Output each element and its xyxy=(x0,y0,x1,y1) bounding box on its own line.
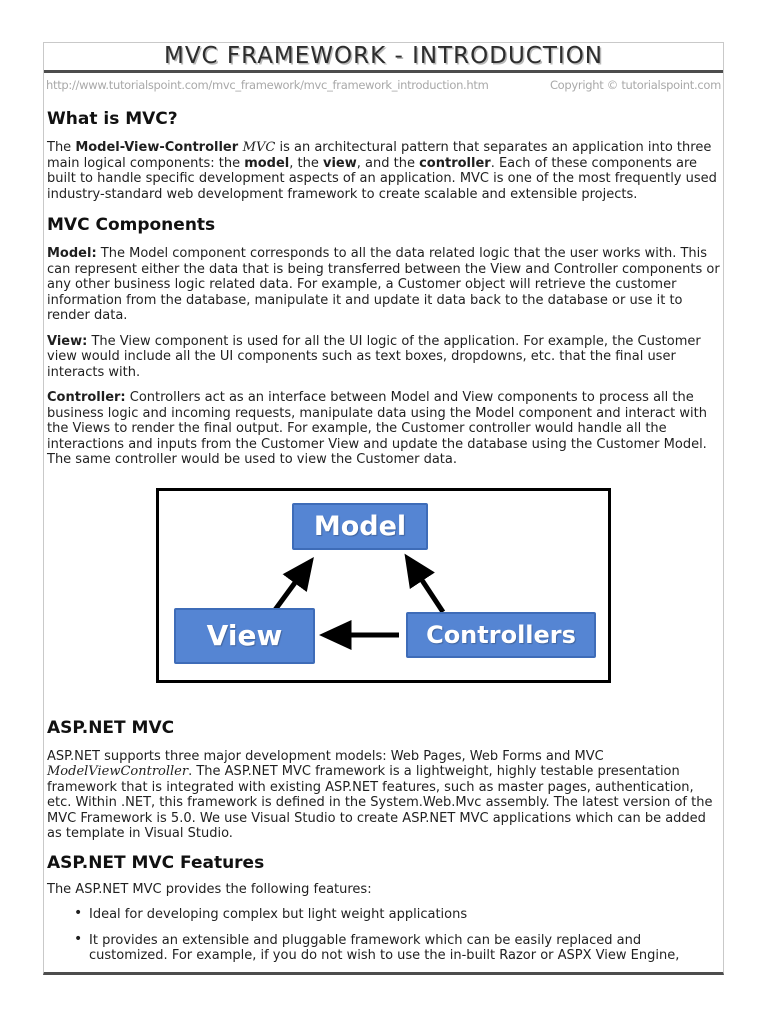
copyright-text: Copyright © tutorialspoint.com xyxy=(549,78,721,92)
diagram-node-model: Model xyxy=(292,502,428,550)
meta-row: http://www.tutorialspoint.com/mvc_framew… xyxy=(44,73,723,96)
document-content: What is MVC? The Model-View-Controller M… xyxy=(44,110,723,964)
heading-aspnet-mvc-features: ASP.NET MVC Features xyxy=(47,852,265,873)
diagram-node-view: View xyxy=(174,607,315,664)
paragraph-controller: Controller: Controllers act as an interf… xyxy=(47,390,707,467)
arrow-view-to-model xyxy=(269,556,314,615)
paragraph-what-is-mvc: The Model-View-Controller MVC is an arch… xyxy=(47,140,717,202)
arrow-controllers-to-model xyxy=(404,553,446,613)
list-item: Ideal for developing complex but light w… xyxy=(74,906,720,923)
heading-what-is-mvc: What is MVC? xyxy=(47,109,178,129)
heading-mvc-components: MVC Components xyxy=(47,215,216,235)
features-bullet-list: Ideal for developing complex but light w… xyxy=(47,906,720,964)
paragraph-view: View: The View component is used for all… xyxy=(47,333,701,380)
paragraph-aspnet-mvc: ASP.NET supports three major development… xyxy=(47,748,713,842)
heading-aspnet-mvc: ASP.NET MVC xyxy=(47,717,175,738)
source-url-link[interactable]: http://www.tutorialspoint.com/mvc_framew… xyxy=(46,78,489,92)
paragraph-model: Model: The Model component corresponds t… xyxy=(47,246,720,323)
page-title: MVC FRAMEWORK - INTRODUCTION xyxy=(163,43,604,69)
diagram-node-controllers: Controllers xyxy=(406,611,596,658)
mvc-diagram: Model View Controllers xyxy=(156,487,611,683)
diagram-arrows xyxy=(269,553,446,650)
list-item: It provides an extensible and pluggable … xyxy=(74,932,720,964)
document-page: MVC FRAMEWORK - INTRODUCTION http://www.… xyxy=(43,42,724,975)
title-bar: MVC FRAMEWORK - INTRODUCTION xyxy=(44,43,723,73)
paragraph-features-intro: The ASP.NET MVC provides the following f… xyxy=(47,881,372,897)
